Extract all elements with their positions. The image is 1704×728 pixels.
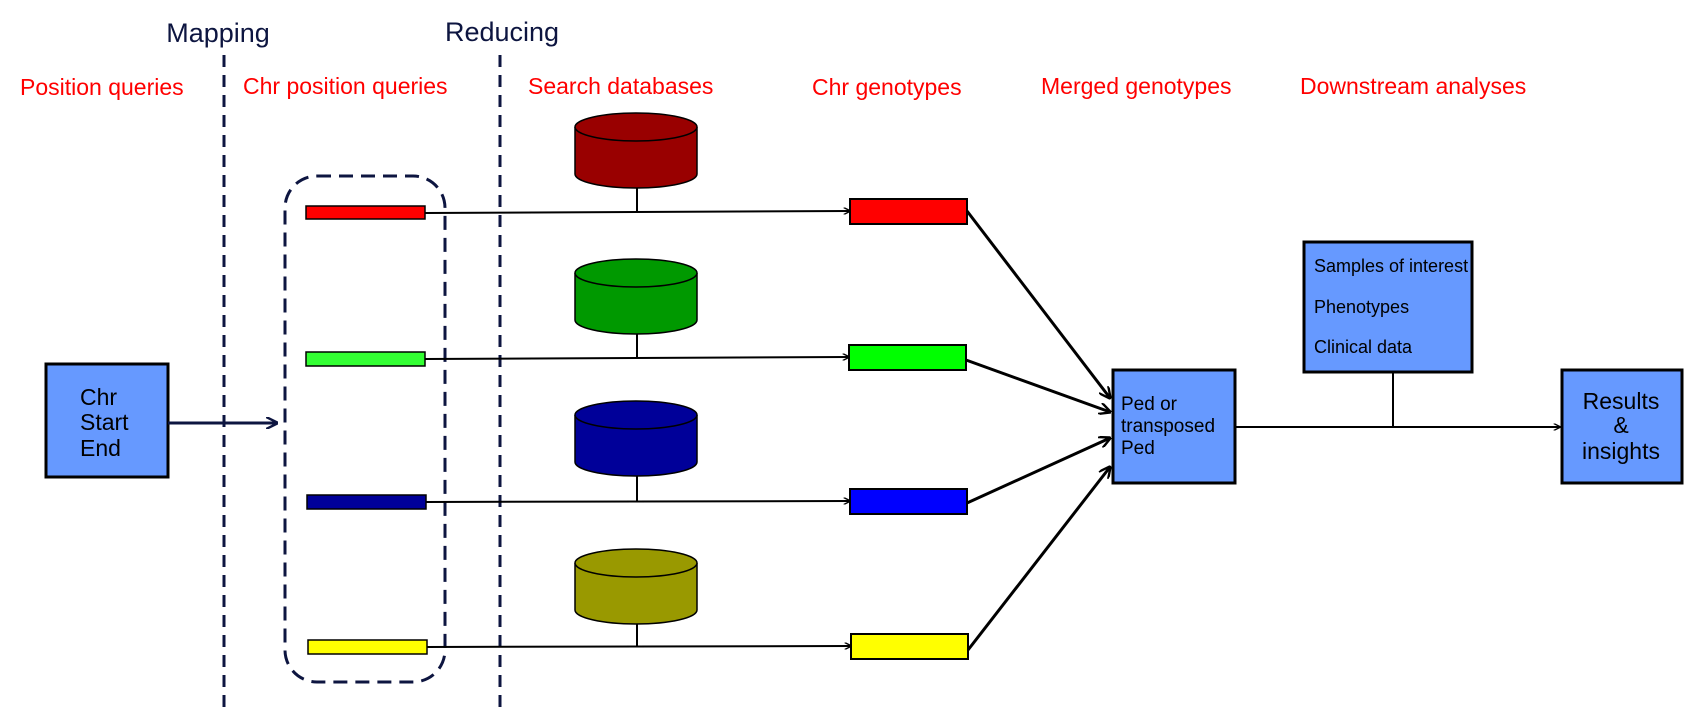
- stage-label-merged-genotypes: Merged genotypes: [1041, 73, 1232, 99]
- genotype-to-merged-arrow-3: [966, 438, 1110, 505]
- database-cylinder-2: [574, 258, 698, 335]
- stage-label-downstream-analyses: Downstream analyses: [1300, 73, 1526, 99]
- query-to-genotype-arrow-3: [425, 501, 850, 502]
- stage-label-chr-genotypes: Chr genotypes: [812, 74, 962, 100]
- chr-query-bar-2: [305, 351, 426, 367]
- database-cylinder-1: [574, 112, 698, 189]
- merged-line-3: Ped: [1121, 438, 1155, 459]
- input-line-chr: Chr: [80, 384, 117, 410]
- merged-genotypes-box: Ped or transposed Ped: [1111, 368, 1237, 485]
- annotation-line-samples: Samples of interest: [1314, 256, 1468, 276]
- merged-line-1: Ped or: [1121, 394, 1178, 415]
- annotation-box: Samples of interest Phenotypes Clinical …: [1302, 240, 1474, 374]
- annotation-line-phenotypes: Phenotypes: [1314, 297, 1409, 317]
- input-line-start: Start: [80, 409, 129, 435]
- results-box: Results & insights: [1560, 368, 1684, 485]
- results-line-2: &: [1613, 412, 1628, 438]
- database-cylinder-3: [574, 400, 698, 477]
- chr-query-bar-1: [305, 205, 426, 220]
- results-line-1: Results: [1583, 388, 1660, 414]
- genotype-to-merged-arrow-1: [965, 210, 1110, 398]
- chr-query-bar-4: [307, 639, 428, 655]
- phase-label-reducing: Reducing: [445, 17, 559, 47]
- chr-query-bar-3: [306, 494, 427, 510]
- genotype-to-merged-arrow-4: [966, 467, 1110, 651]
- input-query-box: Chr Start End: [44, 362, 170, 479]
- chr-genotype-bar-2: [848, 344, 967, 371]
- stage-label-position-queries: Position queries: [20, 74, 184, 100]
- merged-line-2: transposed: [1121, 416, 1215, 437]
- chr-genotype-bar-1: [849, 198, 968, 225]
- stage-label-search-databases: Search databases: [528, 73, 713, 99]
- chr-genotype-bar-3: [849, 488, 968, 515]
- query-to-genotype-arrow-4: [426, 646, 851, 647]
- input-line-end: End: [80, 435, 121, 461]
- chr-genotype-bar-4: [850, 633, 969, 660]
- stage-label-chr-position-queries: Chr position queries: [243, 73, 448, 99]
- genotype-to-merged-arrow-2: [965, 358, 1110, 412]
- chr-queries-group: [283, 174, 447, 684]
- phase-label-mapping: Mapping: [166, 18, 270, 48]
- annotation-line-clinical: Clinical data: [1314, 337, 1413, 357]
- results-line-3: insights: [1582, 438, 1660, 464]
- database-cylinder-4: [574, 548, 698, 625]
